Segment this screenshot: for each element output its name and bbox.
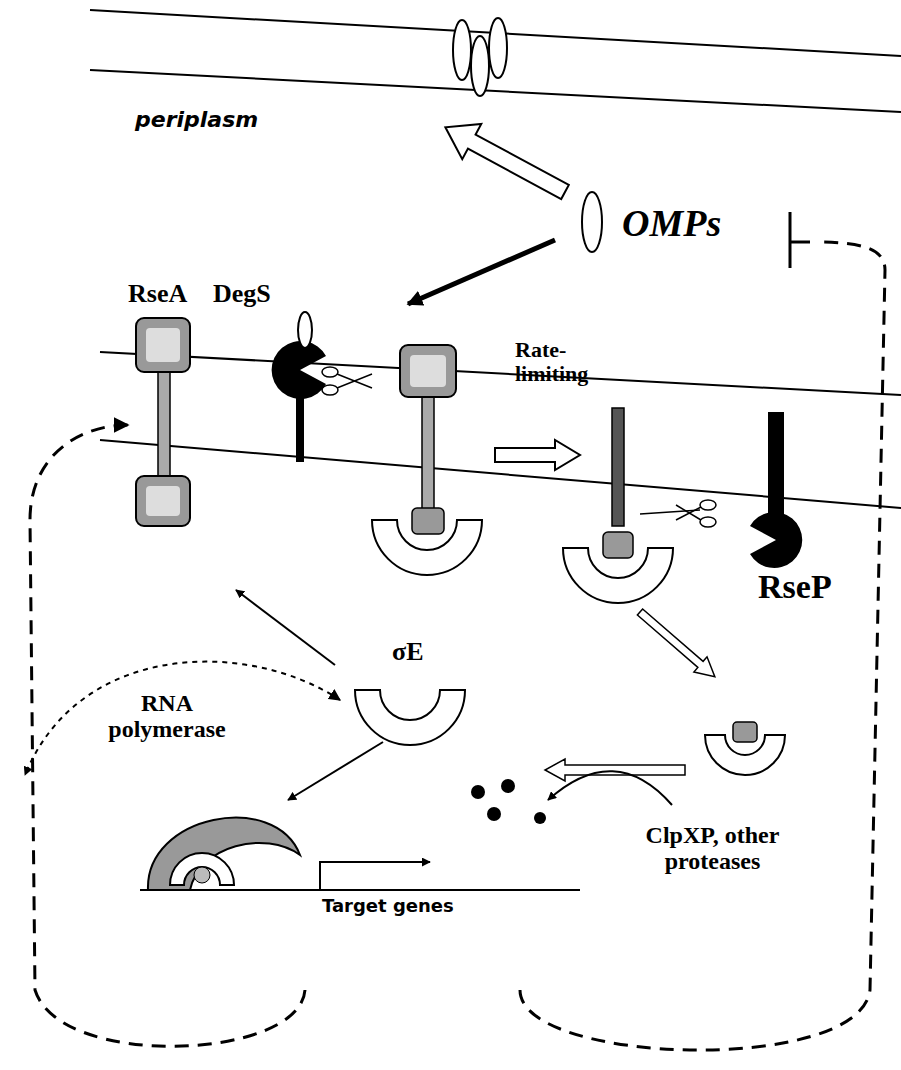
protein-label: DegS	[213, 280, 271, 309]
dna-line	[140, 889, 580, 891]
gene-label: Target genes	[322, 896, 454, 916]
protease-label: ClpXP, other proteases	[605, 822, 820, 875]
hollow-arrow	[545, 759, 685, 781]
rsea-fragment	[603, 532, 633, 558]
rna-polymerase-symbol	[148, 818, 300, 890]
degradation-arrow	[548, 771, 672, 805]
protein-label: RseP	[758, 568, 832, 605]
hollow-arrow	[495, 440, 580, 470]
arrow	[236, 590, 335, 665]
step-label: Rate-limiting	[515, 338, 625, 386]
rsea-symbol	[136, 318, 190, 526]
promoter-arrow	[320, 862, 430, 890]
rsea-truncated-symbol	[612, 408, 624, 526]
arrow	[288, 742, 383, 800]
scissors-symbol	[640, 500, 716, 527]
protein-label: RseA	[128, 280, 187, 309]
hollow-arrow	[436, 110, 575, 210]
hollow-arrow	[633, 604, 721, 684]
rsep-symbol	[750, 412, 802, 568]
inhibition-bar	[789, 212, 792, 268]
inner-membrane-line	[100, 352, 901, 395]
region-label: periplasm	[135, 108, 258, 132]
rsea-symbol	[400, 345, 456, 513]
feedback-dashed-arrow	[30, 425, 305, 1046]
activation-arrow	[408, 240, 555, 304]
sigma-e-symbol	[355, 690, 465, 745]
enzyme-label: RNA polymerase	[92, 690, 242, 743]
rsea-fragment	[733, 722, 757, 742]
rsea-fragment	[412, 508, 444, 534]
component-label: OMPs	[622, 203, 721, 245]
degs-symbol	[272, 312, 326, 462]
inhibition-line	[790, 241, 810, 244]
porin-symbol	[453, 18, 507, 96]
scissors-symbol	[322, 367, 372, 395]
degraded-peptides	[471, 779, 546, 824]
omp-symbol	[582, 192, 602, 252]
dotted-arrow	[25, 662, 340, 775]
protein-label: σE	[392, 638, 423, 667]
